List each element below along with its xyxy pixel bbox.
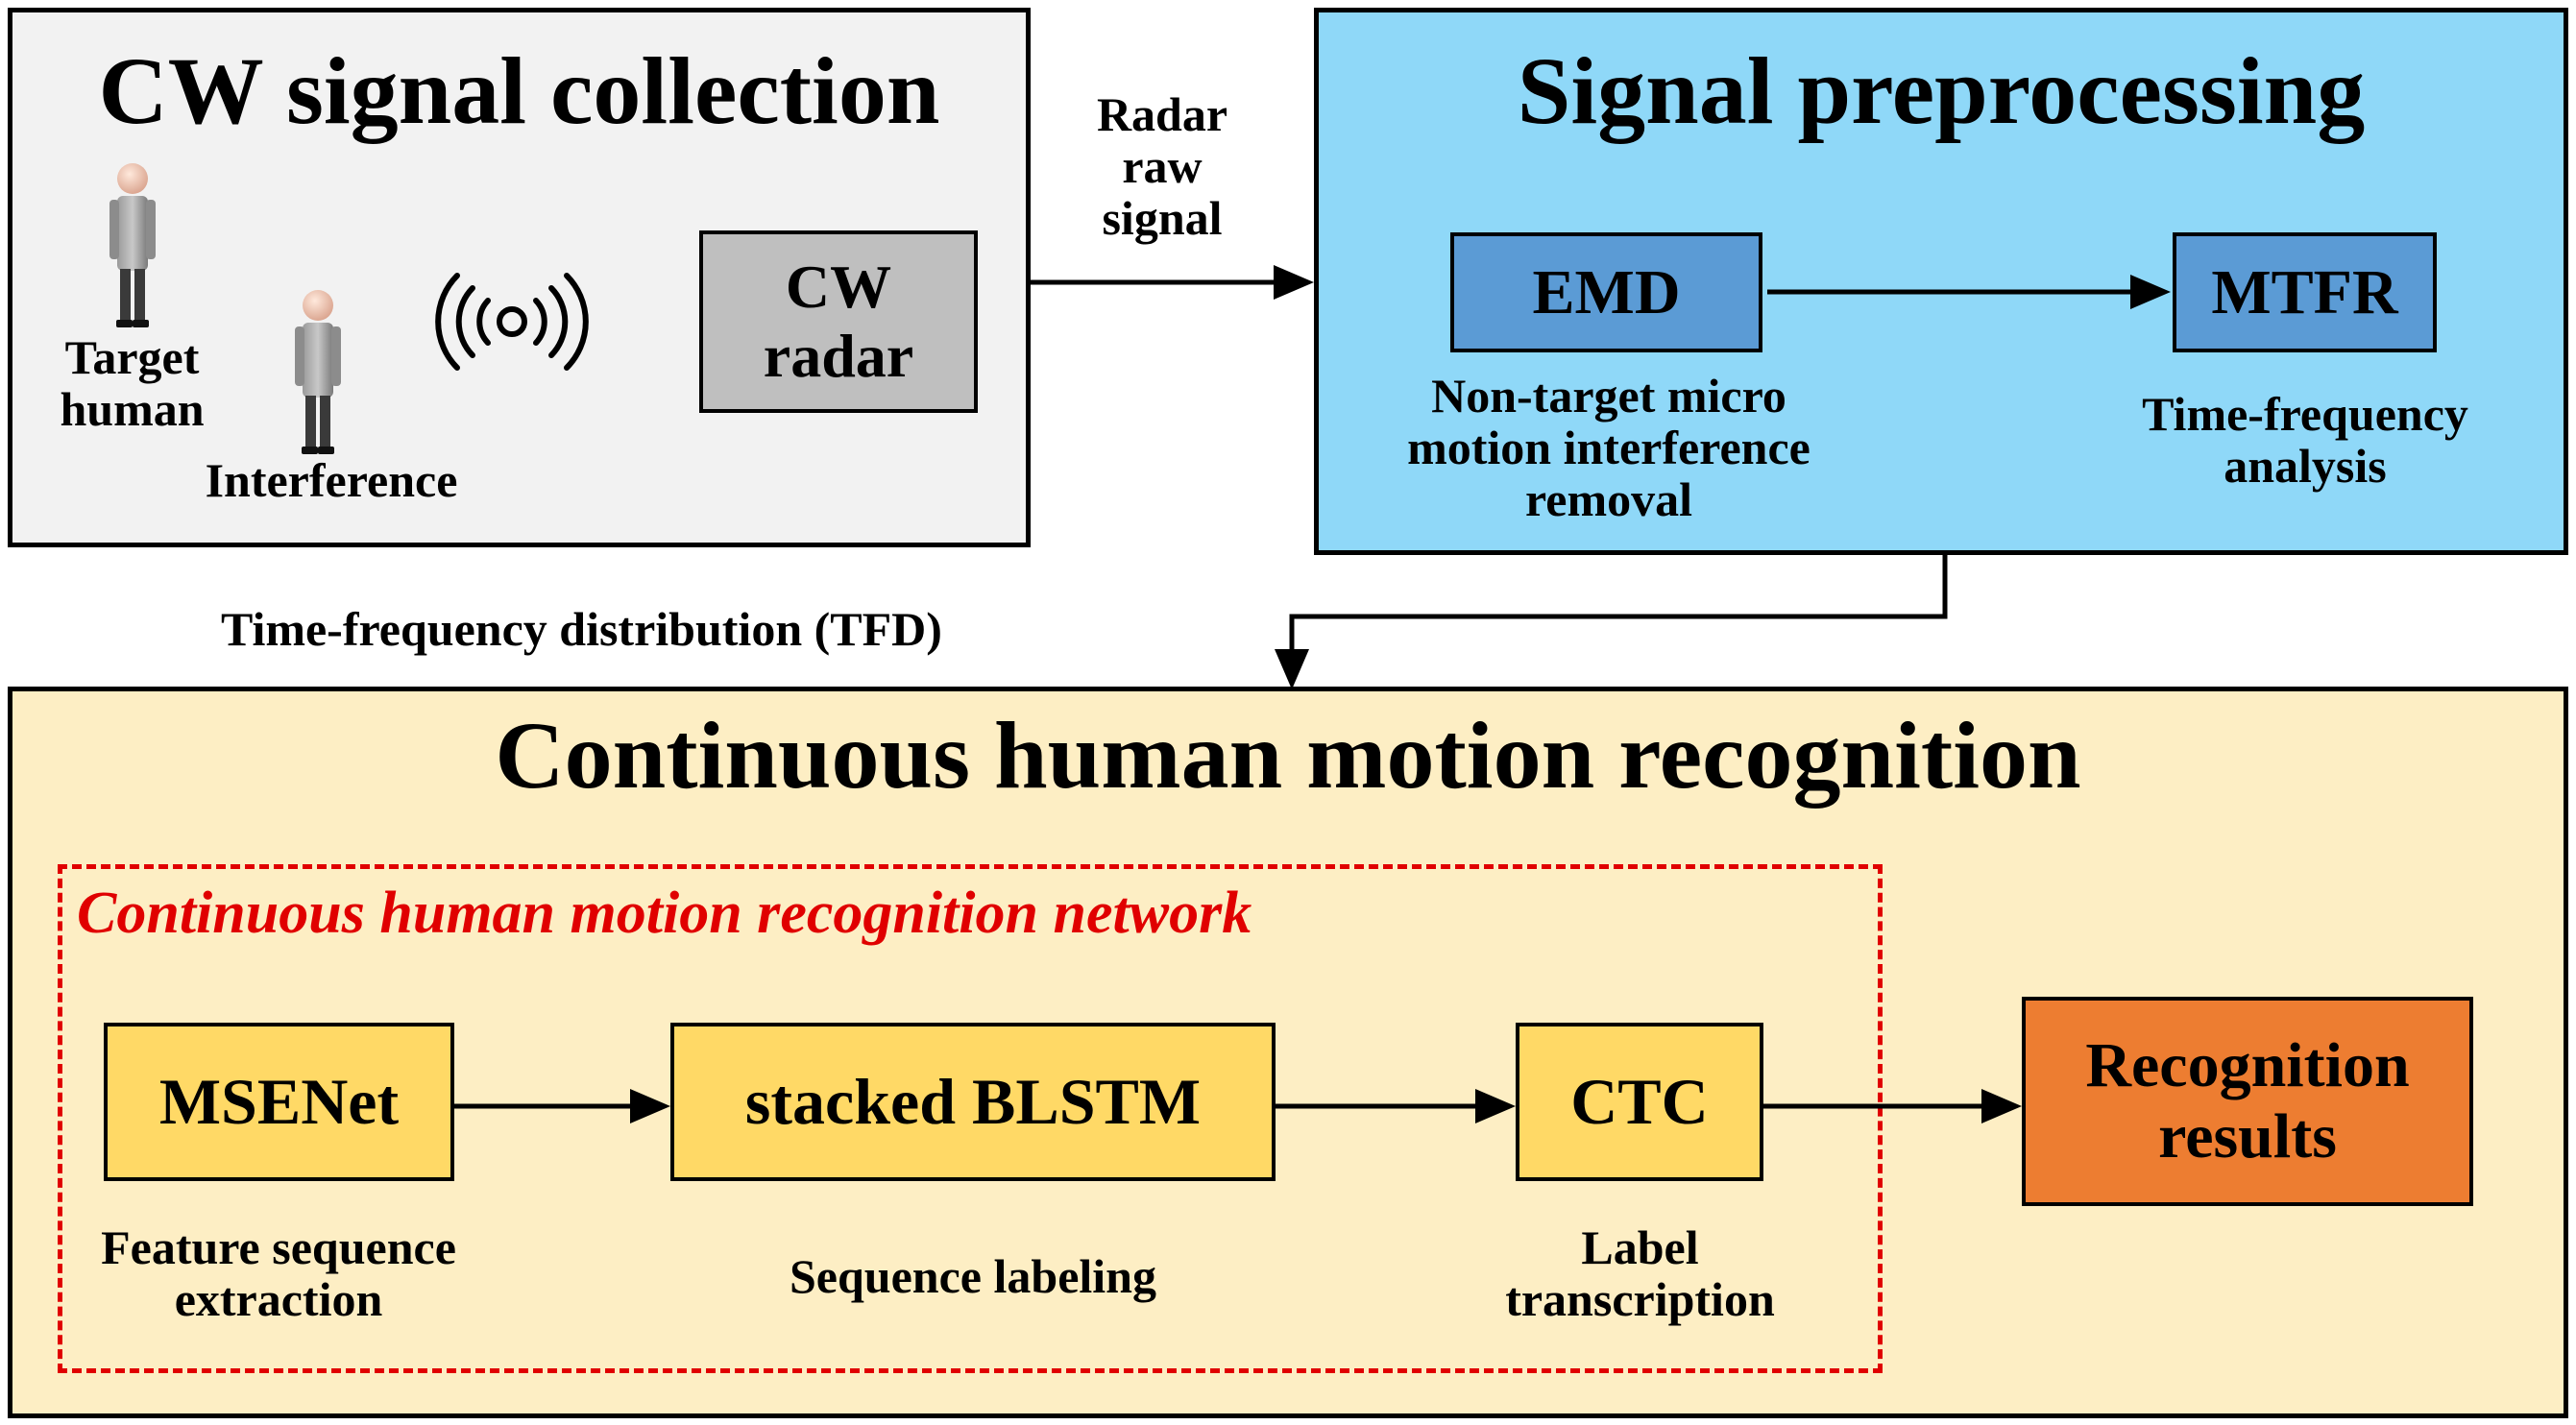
recognition-results-label: Recognition results — [2085, 1030, 2410, 1171]
stacked-blstm-box: stacked BLSTM — [670, 1023, 1276, 1181]
msenet-label: MSENet — [158, 1065, 400, 1138]
ctc-label: CTC — [1570, 1065, 1709, 1138]
recognition-network-boundary — [58, 864, 1883, 1373]
cw-signal-collection-title: CW signal collection — [98, 37, 940, 144]
recognition-results-box: Recognition results — [2022, 997, 2473, 1206]
emd-label: EMD — [1532, 256, 1681, 327]
cw-radar-label: CW radar — [763, 253, 914, 390]
emd-box: EMD — [1450, 232, 1762, 352]
msenet-box: MSENet — [104, 1023, 454, 1181]
mtfr-label: MTFR — [2211, 256, 2398, 327]
ctc-caption: Label transcription — [1505, 1220, 1775, 1326]
signal-preprocessing-title: Signal preprocessing — [1517, 37, 2366, 144]
recognition-title: Continuous human motion recognition — [495, 702, 2081, 809]
arrowhead-ctc-to-results — [1981, 1089, 2022, 1123]
radar-raw-signal-label: Radar raw signal — [1096, 87, 1228, 245]
target-human-label: Target human — [60, 330, 205, 436]
stacked-blstm-caption: Sequence labeling — [790, 1249, 1156, 1303]
cw-radar-box: CW radar — [699, 230, 978, 413]
arrowhead-msenet-to-blstm — [630, 1089, 670, 1123]
arrowhead-emd-to-mtfr — [2130, 275, 2171, 309]
stacked-blstm-label: stacked BLSTM — [744, 1065, 1202, 1138]
interference-person-icon — [295, 290, 341, 454]
arrowhead-tfd — [1275, 649, 1309, 689]
arrowhead-blstm-to-ctc — [1475, 1089, 1516, 1123]
interference-label: Interference — [205, 453, 458, 507]
mtfr-box: MTFR — [2173, 232, 2437, 352]
arrowhead-raw-signal — [1274, 265, 1314, 300]
mtfr-caption: Time-frequency analysis — [2142, 387, 2468, 493]
radio-waves-icon — [435, 273, 589, 371]
emd-caption: Non-target micro motion interference rem… — [1407, 369, 1810, 526]
arrow-tfd — [1289, 555, 1948, 653]
recognition-network-title: Continuous human motion recognition netw… — [77, 881, 1252, 946]
msenet-caption: Feature sequence extraction — [101, 1220, 456, 1326]
tfd-label: Time-frequency distribution (TFD) — [221, 602, 942, 656]
target-human-person-icon — [109, 163, 156, 327]
ctc-box: CTC — [1516, 1023, 1763, 1181]
